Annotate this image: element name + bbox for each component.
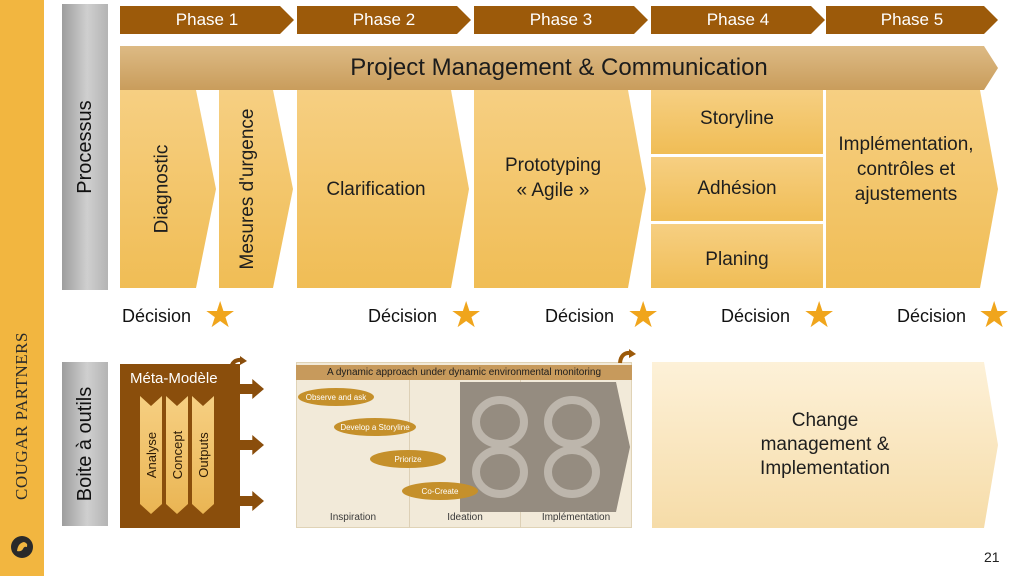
decision-label-2: Décision (368, 306, 438, 326)
phase-5: Phase 5 (826, 6, 998, 34)
star-icon: ★ (627, 294, 660, 335)
pill-storyline: Develop a Storyline (334, 418, 416, 436)
meta-col-analyse: Analyse (140, 396, 162, 514)
planing-label: Planing (705, 249, 769, 270)
meta-col-outputs: Outputs (192, 396, 214, 514)
decision-label-4: Décision (721, 306, 791, 326)
storyline-step: Storyline (651, 90, 823, 154)
prototyping-step: Prototyping « Agile » (474, 90, 646, 288)
page-number: 21 (984, 549, 1000, 565)
decision-label-5: Décision (897, 306, 967, 326)
implementation-label-line1: Implémentation, (838, 133, 974, 155)
storyline-label: Storyline (700, 108, 774, 129)
meta-col-label: Outputs (195, 432, 211, 478)
meta-model-title: Méta-Modèle (130, 370, 218, 387)
dynamic-approach-title: A dynamic approach under dynamic environ… (296, 365, 632, 380)
prototyping-label-line1: Prototyping (504, 155, 602, 176)
brand-sidebar (0, 0, 44, 576)
adhesion-step: Adhésion (651, 157, 823, 221)
diagnostic-label: Diagnostic (150, 144, 172, 234)
implementation-step: Implémentation, contrôles et ajustements (826, 90, 998, 288)
process-row-label-bar (62, 4, 108, 290)
pill-cocreate: Co-Create (402, 482, 478, 500)
change-label-line2: management & (760, 434, 890, 455)
brand-name: COUGAR PARTNERS (12, 332, 31, 500)
implementation-label-line2: contrôles et (856, 158, 956, 180)
clarification-label: Clarification (326, 178, 426, 200)
star-icon: ★ (978, 294, 1011, 335)
arrow-right-icon (238, 379, 264, 399)
urgence-step: Mesures d'urgence (219, 90, 293, 288)
meta-col-concept: Concept (166, 396, 188, 514)
star-icon: ★ (803, 294, 836, 335)
cycle-arrow-icon (618, 349, 636, 364)
diagnostic-step: Diagnostic (120, 90, 216, 288)
urgence-label: Mesures d'urgence (236, 108, 258, 270)
phase-2: Phase 2 (297, 6, 471, 34)
phase-4: Phase 4 (651, 6, 825, 34)
star-icon: ★ (204, 294, 237, 335)
footer-implementation: Implémentation (541, 512, 611, 523)
star-icon: ★ (450, 294, 483, 335)
cycles-graphic (460, 382, 630, 512)
arrow-right-icon (238, 435, 264, 455)
decision-label-1: Décision (122, 306, 192, 326)
implementation-label-line3: ajustements (854, 183, 958, 205)
footer-inspiration: Inspiration (329, 512, 377, 523)
toolbox-row-label-bar (62, 362, 108, 526)
change-management-box: Change management & Implementation (652, 362, 998, 528)
arrow-right-icon (238, 491, 264, 511)
footer-ideation: Ideation (447, 512, 483, 523)
cycle-loops-icon (460, 382, 630, 512)
change-label-line1: Change (791, 410, 859, 431)
cougar-logo-icon (11, 536, 33, 558)
meta-col-label: Concept (169, 430, 185, 480)
decision-label-3: Décision (545, 306, 615, 326)
project-management-banner: Project Management & Communication (120, 46, 998, 90)
toolbox-row-label: Boite à outils (73, 386, 96, 502)
phase-3: Phase 3 (474, 6, 648, 34)
phase-1: Phase 1 (120, 6, 294, 34)
change-label-line3: Implementation (760, 458, 890, 479)
meta-col-label: Analyse (143, 431, 159, 479)
planing-step: Planing (651, 224, 823, 288)
adhesion-label: Adhésion (697, 178, 777, 199)
pill-priorize: Priorize (370, 450, 446, 468)
cycle-arrow-icon (229, 356, 247, 370)
clarification-step: Clarification (297, 90, 469, 288)
prototyping-label-line2: « Agile » (516, 180, 590, 201)
pill-observe: Observe and ask (298, 388, 374, 406)
process-row-label: Processus (73, 100, 96, 194)
